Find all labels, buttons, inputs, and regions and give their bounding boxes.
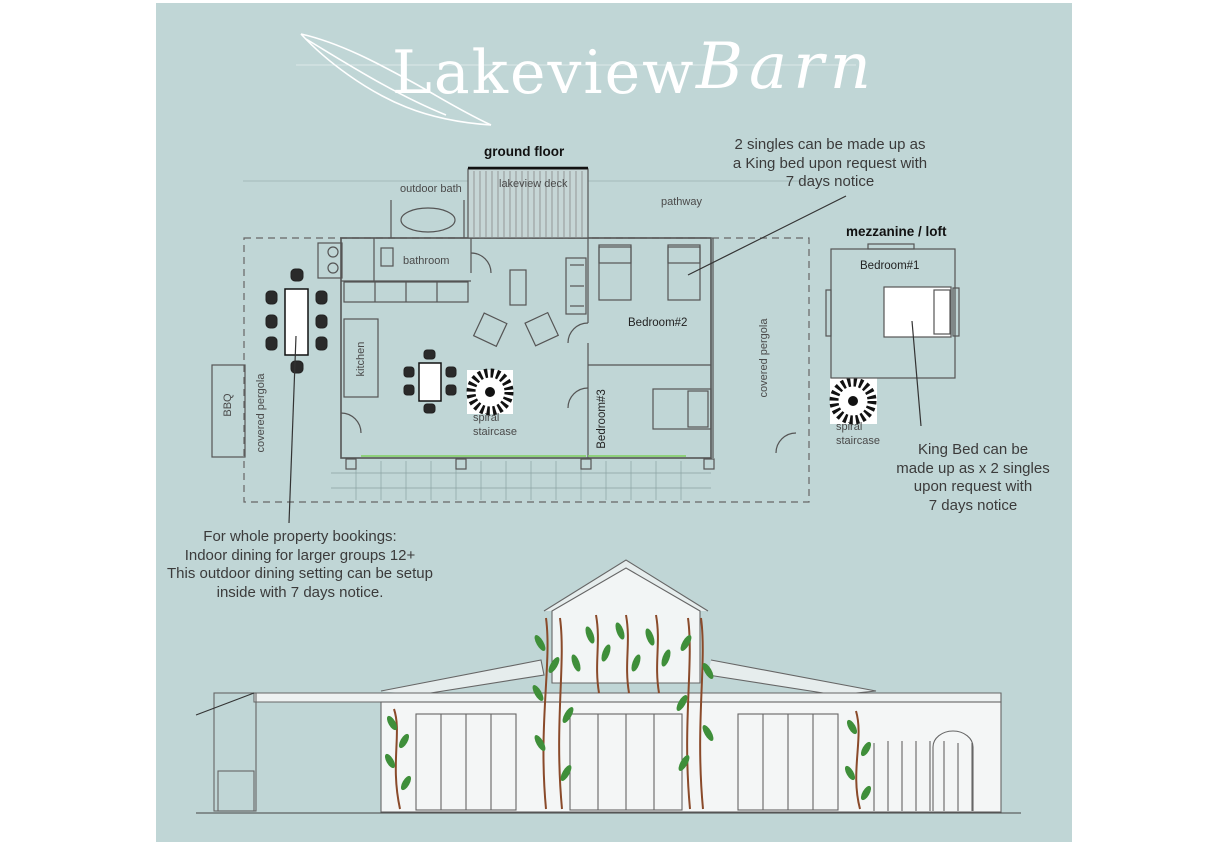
ground-floor-plan <box>211 166 810 503</box>
bathroom-label: bathroom <box>403 255 450 267</box>
bedroom3-label: Bedroom#3 <box>596 389 608 449</box>
covered-pergola-right-label: covered pergola <box>758 318 770 398</box>
mezzanine-spiral-staircase-icon <box>829 377 877 425</box>
floor-plan-drawing <box>195 33 1021 814</box>
climbing-plants <box>384 614 872 810</box>
outdoor-dining-table <box>265 268 328 374</box>
dining-note: For whole property bookings: Indoor dini… <box>166 528 433 601</box>
leader-lines <box>288 195 922 524</box>
mezzanine-spiral-staircase-label: spiral staircase <box>836 421 881 447</box>
outdoor-bath-label: outdoor bath <box>400 183 462 195</box>
title-barn: Barn <box>696 30 877 104</box>
spiral-staircase-icon <box>466 368 514 416</box>
floor-plan-poster: Lakeview Barn ground floor outdoor bath … <box>156 3 1072 842</box>
spiral-staircase-label: spiral staircase <box>473 412 518 438</box>
feather-logo <box>296 33 856 126</box>
bedroom1-label: Bedroom#1 <box>860 260 920 272</box>
ground-floor-heading: ground floor <box>484 144 565 159</box>
king-bed-note: King Bed can be made up as x 2 singles u… <box>896 441 1050 514</box>
pathway-label: pathway <box>661 196 702 208</box>
lakeview-deck-label: lakeview deck <box>499 178 568 190</box>
bbq-label: BBQ <box>222 393 234 417</box>
bedroom2-label: Bedroom#2 <box>628 317 688 329</box>
mezzanine-heading: mezzanine / loft <box>846 224 947 239</box>
kitchen-label: kitchen <box>355 341 367 377</box>
title-lakeview: Lakeview <box>392 38 696 108</box>
covered-pergola-left-label: covered pergola <box>255 373 267 453</box>
barn-elevation <box>195 559 1021 814</box>
mezzanine-plan <box>825 243 960 379</box>
indoor-dining-table <box>403 349 457 414</box>
singles-note: 2 singles can be made up as a King bed u… <box>732 136 928 190</box>
